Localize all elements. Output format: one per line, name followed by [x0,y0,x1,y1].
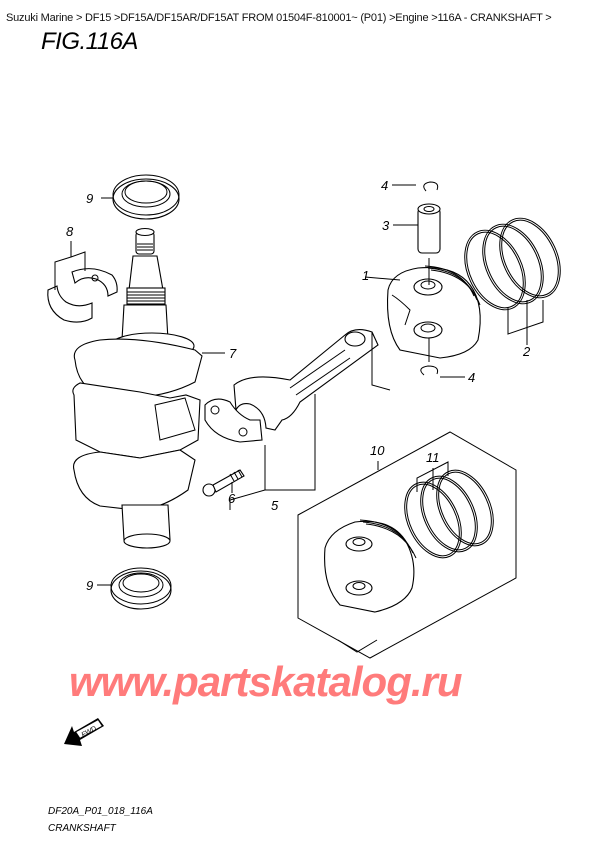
callout-3: 3 [382,218,390,233]
breadcrumb-text[interactable]: Suzuki Marine > DF15 >DF15A/DF15AR/DF15A… [6,12,552,24]
callout-7: 7 [229,346,237,361]
watermark: www.partskatalog.ru [69,658,463,705]
callout-4-bottom: 4 [468,370,475,385]
piston-oversize[interactable] [324,519,417,613]
connecting-rod[interactable] [204,329,379,443]
bearing[interactable] [47,268,118,323]
callout-9-top: 9 [86,191,93,206]
callout-9-bottom: 9 [86,578,93,593]
piston[interactable] [386,265,481,359]
callout-2: 2 [522,344,531,359]
fwd-arrow-icon: FWD [62,712,108,748]
oil-seal-bottom[interactable] [110,567,172,610]
callout-8: 8 [66,224,74,239]
callout-4-top: 4 [381,178,388,193]
oil-seal-top[interactable] [101,174,180,220]
connecting-rod-bolt[interactable] [202,469,245,497]
breadcrumb: Suzuki Marine > DF15 >DF15A/DF15AR/DF15A… [6,12,552,24]
crankshaft[interactable] [72,227,203,549]
callout-6: 6 [228,491,236,506]
piston-pin[interactable] [417,203,441,254]
callout-11: 11 [426,450,440,465]
circlip-top[interactable] [423,181,439,192]
figure-name: CRANKSHAFT [48,823,116,834]
callout-5: 5 [271,498,279,513]
piston-kit-oversize-box[interactable] [297,431,517,659]
circlip-bottom[interactable] [420,365,439,376]
callout-1: 1 [362,268,369,283]
figure-title: FIG.116A [41,28,138,55]
piston-ring-set[interactable] [453,209,572,320]
callout-10: 10 [370,443,385,458]
figure-code: DF20A_P01_018_116A [48,806,153,817]
